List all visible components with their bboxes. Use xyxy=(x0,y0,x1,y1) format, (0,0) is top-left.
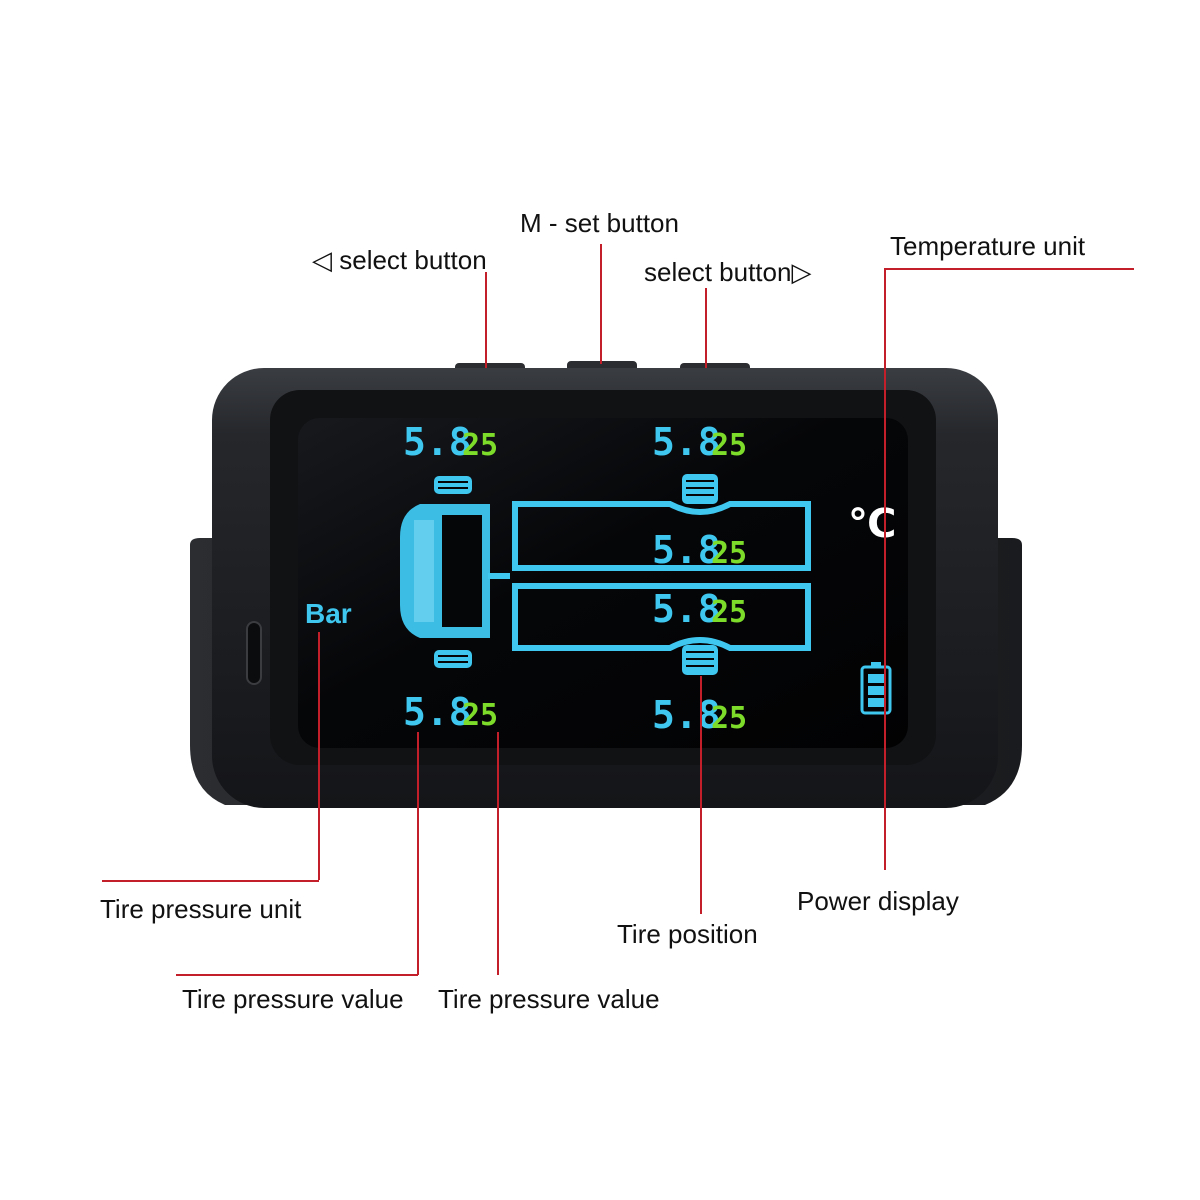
temperature-value: 25 xyxy=(462,428,498,463)
tire-reading-middle-right: 5.8 25 xyxy=(652,587,747,631)
tire-treads xyxy=(438,480,714,667)
battery-icon xyxy=(860,662,892,715)
tire-reading-front-left: 5.8 25 xyxy=(403,420,498,464)
leader-left-select xyxy=(485,272,487,368)
tire-reading-middle-left: 5.8 25 xyxy=(652,528,747,572)
power-display-label: Power display xyxy=(797,886,959,916)
pressure-value: 5.8 xyxy=(652,528,721,572)
tire-reading-rear-right: 5.8 25 xyxy=(652,693,747,737)
leader-pressure-value-2 xyxy=(497,732,499,975)
left-triangle-icon: ◁ xyxy=(312,245,332,275)
temperature-value: 25 xyxy=(711,701,747,736)
leader-pressure-unit-h xyxy=(102,880,319,882)
left-select-button-label: ◁ select button xyxy=(312,245,487,275)
leader-m-set xyxy=(600,244,602,364)
leader-pressure-value-1-h xyxy=(176,974,418,976)
temperature-value: 25 xyxy=(711,536,747,571)
pressure-value: 5.8 xyxy=(652,587,721,631)
right-select-button-label: select button▷ xyxy=(644,257,812,287)
m-set-button-label: M - set button xyxy=(520,208,679,238)
leader-right-select xyxy=(705,288,707,368)
pressure-unit-indicator: Bar xyxy=(305,598,352,629)
tire-position-label: Tire position xyxy=(617,919,758,949)
leader-pressure-unit xyxy=(318,632,320,880)
leader-temp-unit-h xyxy=(884,268,1134,270)
leader-pressure-value-1 xyxy=(417,732,419,975)
tire-reading-rear-left: 5.8 25 xyxy=(403,690,498,734)
vehicle-outline xyxy=(400,501,811,651)
usb-port xyxy=(246,621,262,685)
pressure-value: 5.8 xyxy=(652,693,721,737)
tire-pressure-value-label-2: Tire pressure value xyxy=(438,984,660,1014)
leader-temp-power xyxy=(884,268,886,870)
pressure-value: 5.8 xyxy=(403,420,472,464)
tire-pressure-value-label-1: Tire pressure value xyxy=(182,984,404,1014)
right-triangle-icon: ▷ xyxy=(791,257,812,287)
pressure-value: 5.8 xyxy=(652,420,721,464)
tire-reading-front-right: 5.8 25 xyxy=(652,420,747,464)
temperature-unit-label: Temperature unit xyxy=(890,231,1086,261)
tire-pressure-unit-label: Tire pressure unit xyxy=(100,894,302,924)
leader-tire-position xyxy=(700,676,702,914)
temperature-value: 25 xyxy=(462,698,498,733)
temperature-value: 25 xyxy=(711,595,747,630)
temperature-value: 25 xyxy=(711,428,747,463)
temperature-unit-indicator: ℃ xyxy=(848,501,896,547)
pressure-value: 5.8 xyxy=(403,690,472,734)
